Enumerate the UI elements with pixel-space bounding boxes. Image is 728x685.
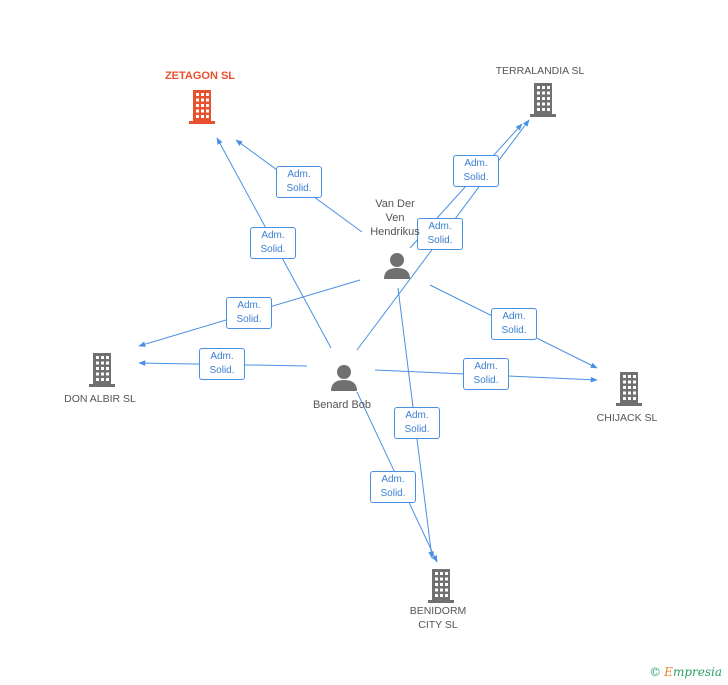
- node-label-chijack[interactable]: CHIJACK SL: [596, 412, 658, 424]
- building-icon-donalbir[interactable]: [89, 353, 115, 387]
- edge-label-benard-zetagon[interactable]: Adm. Solid.: [250, 227, 296, 259]
- copyright-footer[interactable]: ©Empresia: [649, 665, 722, 679]
- person-icon-benard[interactable]: [331, 365, 357, 391]
- building-icon-benidorm[interactable]: [428, 569, 454, 603]
- copyright-symbol: ©: [649, 665, 662, 679]
- edge-label-benard-donalbir[interactable]: Adm. Solid.: [199, 348, 245, 380]
- node-label-zetagon[interactable]: ZETAGON SL: [164, 70, 236, 82]
- edge-label-vanderven-zetagon[interactable]: Adm. Solid.: [276, 166, 322, 198]
- node-label-benidorm[interactable]: BENIDORM CITY SL: [409, 605, 467, 631]
- building-icon-chijack[interactable]: [616, 372, 642, 406]
- person-icon-vanderven[interactable]: [384, 253, 410, 279]
- edge-label-benard-terralandia[interactable]: Adm. Solid.: [417, 218, 463, 250]
- node-label-terralandia[interactable]: TERRALANDIA SL: [495, 65, 585, 77]
- building-icon-terralandia[interactable]: [530, 83, 556, 117]
- brand-name: mpresia: [672, 665, 722, 679]
- brand-initial: E: [664, 665, 673, 679]
- edges-layer: [138, 119, 598, 563]
- node-label-vanderven[interactable]: Van Der Ven Hendrikus: [370, 198, 420, 238]
- building-icon-zetagon[interactable]: [189, 90, 215, 124]
- node-label-benard[interactable]: Benard Bob: [312, 399, 372, 411]
- edge-label-vanderven-chijack[interactable]: Adm. Solid.: [491, 308, 537, 340]
- edge-label-benard-chijack[interactable]: Adm. Solid.: [463, 358, 509, 390]
- node-label-donalbir[interactable]: DON ALBIR SL: [64, 393, 136, 405]
- edge-label-benard-benidorm[interactable]: Adm. Solid.: [370, 471, 416, 503]
- edge-label-vanderven-terralandia[interactable]: Adm. Solid.: [453, 155, 499, 187]
- edge-label-vanderven-benidorm[interactable]: Adm. Solid.: [394, 407, 440, 439]
- icons-layer: [89, 83, 642, 603]
- edge-label-vanderven-donalbir[interactable]: Adm. Solid.: [226, 297, 272, 329]
